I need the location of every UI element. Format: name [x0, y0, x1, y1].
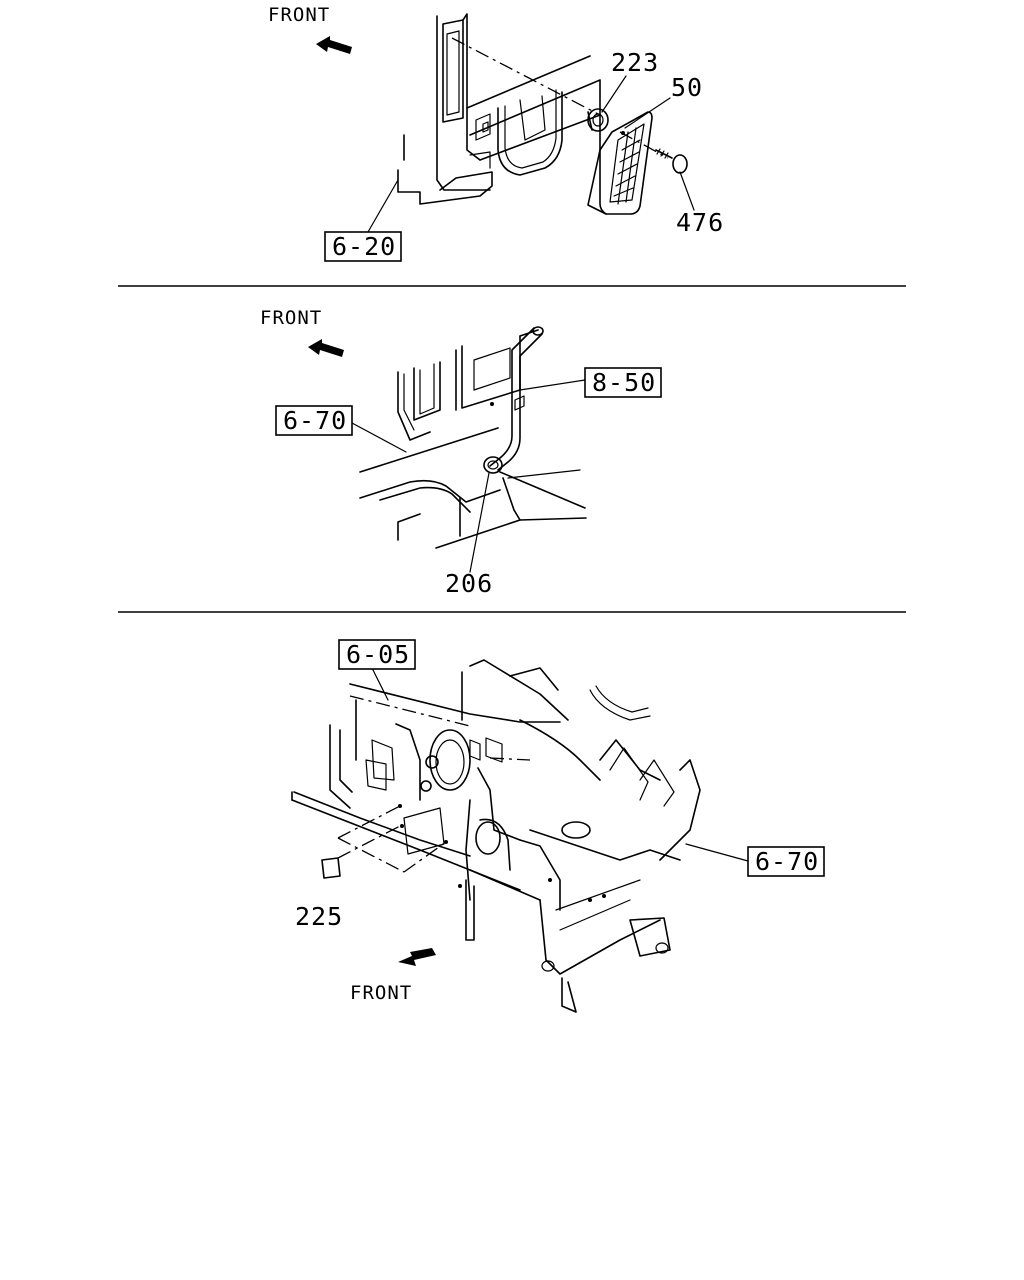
grille-50-drawing: [587, 111, 653, 215]
cover-225-drawing: [321, 805, 447, 879]
callout-box-8-50: [584, 367, 662, 398]
front-label: FRONT: [350, 982, 412, 1004]
callout-206: 206: [445, 569, 493, 598]
callout-6-70: 6-70: [755, 847, 819, 876]
front-end-structure-drawing: [291, 659, 701, 1013]
floor-panel-drawing: [359, 329, 587, 549]
callout-box-6-70: [747, 846, 825, 877]
panel-3: 6-05 6-70 225 FRONT: [291, 639, 825, 1013]
clip-223-drawing: [587, 108, 609, 132]
pipe-8-50-drawing: [489, 326, 544, 471]
panel-2: FRONT: [260, 307, 662, 598]
panel-1: FRONT: [268, 4, 724, 262]
front-arrow-icon: [308, 339, 344, 357]
callout-8-50: 8-50: [592, 368, 656, 397]
front-arrow-icon: [398, 948, 436, 966]
callout-50: 50: [671, 73, 703, 102]
callout-225: 225: [295, 902, 343, 931]
front-arrow-icon: [316, 36, 352, 54]
screw-476-drawing: [655, 148, 688, 174]
callout-6-05: 6-05: [346, 640, 410, 669]
callout-6-70: 6-70: [283, 406, 347, 435]
callout-6-20: 6-20: [332, 232, 396, 261]
callout-box-6-05: [338, 639, 416, 670]
callout-box-6-70: [275, 405, 353, 436]
callout-223: 223: [611, 48, 659, 77]
front-label: FRONT: [260, 307, 322, 329]
body-pillar-drawing: [397, 13, 601, 205]
callout-box-6-20: [324, 231, 402, 262]
front-label: FRONT: [268, 4, 330, 26]
callout-476: 476: [676, 208, 724, 237]
grommet-206-drawing: [483, 456, 503, 474]
